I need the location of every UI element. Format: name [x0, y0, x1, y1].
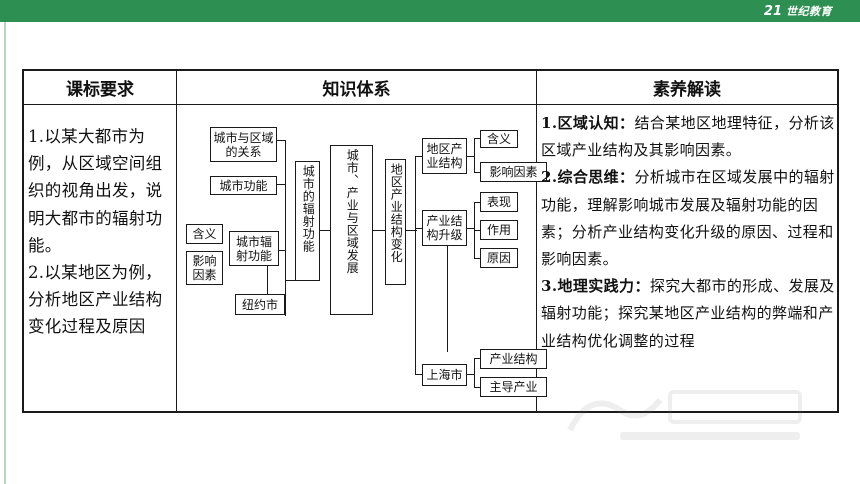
box-shanghai: 上海市 — [422, 364, 467, 386]
column-divider-1 — [176, 71, 177, 411]
box-meaning-right: 含义 — [480, 130, 518, 148]
box-meaning-left: 含义 — [186, 224, 223, 244]
curriculum-table: 课标要求 知识体系 素养解读 1.以某大都市为例，从区域空间组织的视角出发，说明… — [22, 69, 839, 413]
box-regional-structure: 地区产业结构 — [422, 138, 467, 174]
box-role: 作用 — [480, 220, 518, 240]
box-new-york: 纽约市 — [235, 294, 285, 315]
box-city-radiation: 城市辐射功能 — [229, 231, 279, 266]
brand-mark: 21 — [763, 3, 782, 19]
box-main-title: 城市、产业与区域发展 — [330, 145, 373, 315]
box-factors-right: 影响因素 — [480, 162, 547, 182]
box-industry-change: 地区产业结构变化 — [385, 159, 406, 285]
header-knowledge: 知识体系 — [322, 80, 391, 100]
box-reason: 原因 — [480, 248, 518, 268]
knowledge-diagram: 城市与区域的关系 城市功能 含义 影响因素 城市辐射功能 纽约市 城市的辐射功能… — [182, 106, 547, 412]
box-city-function: 城市功能 — [210, 176, 277, 195]
literacy-1: 1.区域认知：结合某地区地理特征，分析该区域产业结构及其影响因素。 — [541, 114, 835, 160]
box-performance: 表现 — [480, 192, 518, 212]
literacy-cell: 1.区域认知：结合某地区地理特征，分析该区域产业结构及其影响因素。 2.综合思维… — [541, 110, 837, 355]
literacy-3: 3.地理实践力：探究大都市的形成、发展及辐射功能；探究某地区产业结构的弊端和产业… — [541, 277, 835, 350]
brand-logo: 21 世纪教育 — [764, 2, 832, 20]
requirement-2: 2.以某地区为例，分析地区产业结构变化过程及原因 — [28, 263, 163, 337]
requirement-1: 1.以某大都市为例，从区域空间组织的视角出发，说明大都市的辐射功能。 — [28, 127, 163, 255]
brand-text: 世纪教育 — [786, 5, 832, 18]
left-frame-line — [4, 22, 6, 484]
box-radiation-function: 城市的辐射功能 — [295, 161, 320, 281]
box-city-region: 城市与区域的关系 — [210, 127, 277, 162]
top-banner: 21 世纪教育 — [0, 0, 860, 22]
header-requirements: 课标要求 — [66, 80, 134, 100]
box-upgrade: 产业结构升级 — [422, 210, 467, 246]
header-literacy: 素养解读 — [653, 80, 721, 100]
column-divider-2 — [536, 71, 537, 411]
header-divider — [24, 104, 837, 105]
literacy-2: 2.综合思维：分析城市在区域发展中的辐射功能，理解影响城市发展及辐射功能的因素；… — [541, 168, 835, 269]
box-factors-left: 影响因素 — [186, 251, 223, 285]
box-structure: 产业结构 — [480, 349, 547, 369]
requirements-cell: 1.以某大都市为例，从区域空间组织的视角出发，说明大都市的辐射功能。 2.以某地… — [28, 123, 178, 341]
box-leading: 主导产业 — [480, 377, 547, 397]
